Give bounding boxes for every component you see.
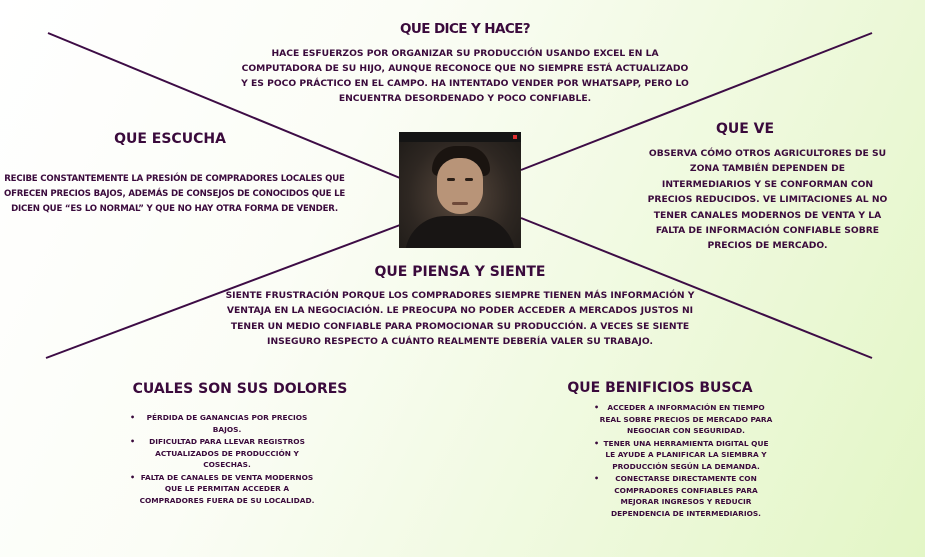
gains-list: ACCEDER A INFORMACIÓN EN TIEMPO REAL SOB… bbox=[594, 402, 774, 520]
pains-title: CUALES SON SUS DOLORES bbox=[132, 381, 348, 397]
says-does-text: HACE ESFUERZOS POR ORGANIZAR SU PRODUCCI… bbox=[241, 48, 689, 104]
says-does-title: QUE DICE Y HACE? bbox=[399, 21, 531, 37]
line-top-right bbox=[520, 32, 873, 171]
thinks-feels-text: SIENTE FRUSTRACIÓN PORQUE LOS COMPRADORE… bbox=[225, 290, 695, 348]
hears-title: QUE ESCUCHA bbox=[114, 131, 226, 147]
sees-text: OBSERVA CÓMO OTROS AGRICULTORES DE SU ZO… bbox=[647, 148, 888, 252]
gains-list-item: TENER UNA HERRAMIENTA DIGITAL QUE LE AYU… bbox=[594, 438, 774, 473]
recording-indicator-icon bbox=[513, 135, 517, 139]
line-top-left bbox=[47, 32, 401, 179]
gains-list-item: CONECTARSE DIRECTAMENTE CON COMPRADORES … bbox=[594, 473, 774, 519]
video-call-top-bar bbox=[399, 132, 521, 142]
pains-list-item: DIFICULTAD PARA LLEVAR REGISTROS ACTUALI… bbox=[130, 436, 320, 471]
pains-list: PÉRDIDA DE GANANCIAS POR PRECIOS BAJOS. … bbox=[130, 412, 320, 507]
gains-title: QUE BENIFICIOS BUSCA bbox=[567, 380, 753, 396]
line-bottom-left bbox=[45, 224, 401, 359]
sees-title: QUE VE bbox=[715, 121, 775, 137]
hears-text: RECIBE CONSTANTEMENTE LA PRESIÓN DE COMP… bbox=[3, 174, 346, 214]
gains-list-item: ACCEDER A INFORMACIÓN EN TIEMPO REAL SOB… bbox=[594, 402, 774, 437]
person-photo bbox=[399, 132, 521, 248]
line-bottom-right bbox=[520, 217, 873, 359]
thinks-feels-title: QUE PIENSA Y SIENTE bbox=[374, 264, 546, 280]
pains-list-item: PÉRDIDA DE GANANCIAS POR PRECIOS BAJOS. bbox=[130, 412, 320, 435]
pains-list-item: FALTA DE CANALES DE VENTA MODERNOS QUE L… bbox=[130, 472, 320, 507]
